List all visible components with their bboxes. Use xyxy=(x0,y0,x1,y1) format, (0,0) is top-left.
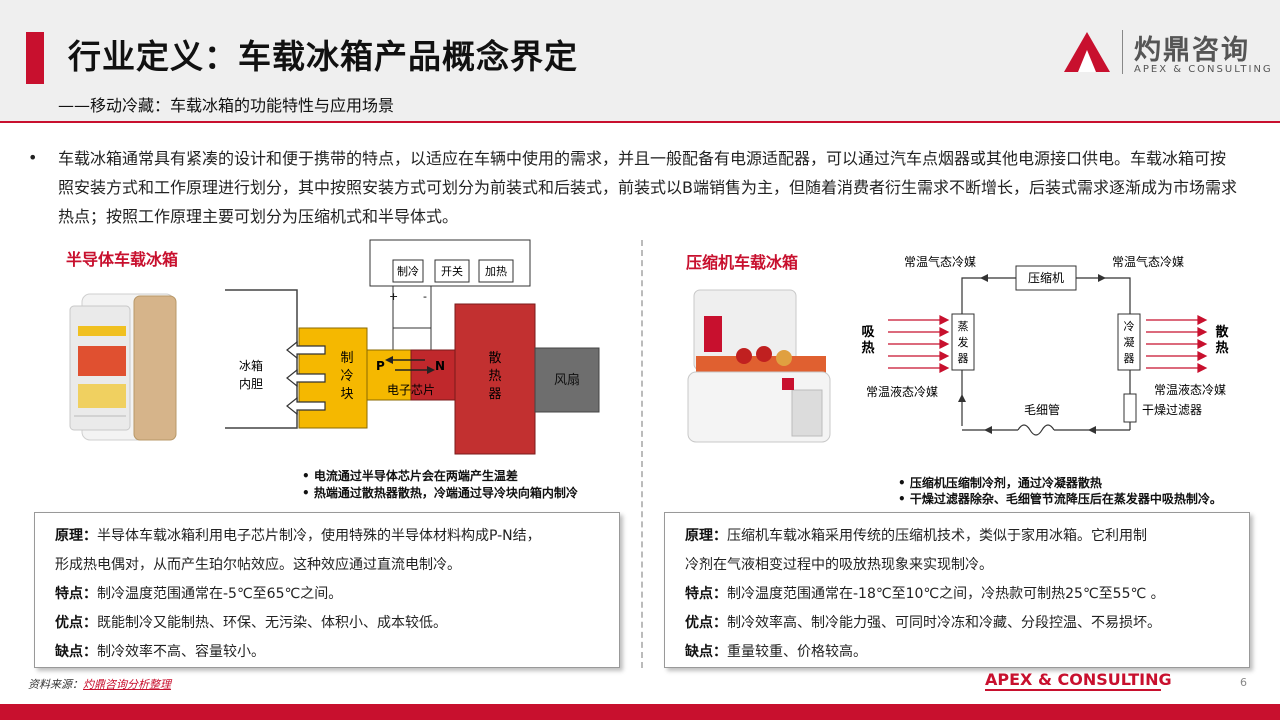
semiconductor-box-line-5: 缺点：制冷效率不高、容量较小。 xyxy=(55,644,265,660)
header-rule xyxy=(0,121,1280,123)
evaporator-label-2: 发 xyxy=(958,335,969,349)
filter-drier xyxy=(1123,393,1137,423)
compressor-label: 压缩机 xyxy=(1028,270,1064,285)
p-label: P xyxy=(376,359,385,373)
compressor-note-1: • 压缩机压缩制冷剂，通过冷凝器散热 xyxy=(898,476,1102,490)
page-number: 6 xyxy=(1240,676,1247,689)
compressor-diagram: 常温气态冷媒 常温气态冷媒 压缩机 蒸 发 器 冷 凝 器 吸 热 xyxy=(861,254,1229,436)
compressor-box-line-5: 缺点：重量较重、价格较高。 xyxy=(685,644,867,660)
cold-arrows-icon xyxy=(286,340,326,416)
top-left-label: 常温气态冷媒 xyxy=(904,254,976,269)
fan xyxy=(534,347,600,413)
logo-triangle-icon xyxy=(1064,32,1110,72)
inner-label-1: 冰箱 xyxy=(239,358,263,373)
mini-fridge-image xyxy=(69,293,177,441)
condenser-label-3: 器 xyxy=(1124,352,1135,365)
bottom-accent-bar xyxy=(0,704,1280,720)
bottom-left-label: 常温液态冷媒 xyxy=(866,384,938,399)
intro-paragraph: 车载冰箱通常具有紧凑的设计和便于携带的特点，以适应在车辆中使用的需求，并且一般配… xyxy=(58,149,1237,226)
cooling-block-label-3: 块 xyxy=(340,387,353,402)
plus-label: + xyxy=(389,290,398,303)
section-divider xyxy=(641,240,643,668)
semiconductor-box-line-2: 形成热电偶对，从而产生珀尔帖效应。这种效应通过直流电制冷。 xyxy=(55,557,461,573)
bottom-right-label: 常温液态冷媒 xyxy=(1154,382,1226,397)
heatsink-label-3: 器 xyxy=(488,387,501,402)
compressor-box-line-2: 冷剂在气液相变过程中的吸放热现象来实现制冷。 xyxy=(685,557,993,573)
source-note: 资料来源：灼鼎咨询分析整理 xyxy=(28,678,171,691)
absorb-label-2: 热 xyxy=(861,340,874,356)
capillary-label: 毛细管 xyxy=(1024,402,1060,417)
compressor-note-2: • 干燥过滤器除杂、毛细管节流降压后在蒸发器中吸热制冷。 xyxy=(898,492,1222,506)
fan-label: 风扇 xyxy=(554,372,580,388)
compressor-info-box: 原理：压缩机车载冰箱采用传统的压缩机技术，类似于家用冰箱。它利用制 冷剂在气液相… xyxy=(664,512,1250,668)
chip-hot-side xyxy=(410,349,456,401)
source-link[interactable]: 灼鼎咨询分析整理 xyxy=(83,678,171,691)
semiconductor-box-line-1: 原理：半导体车载冰箱利用电子芯片制冷，使用特殊的半导体材料构成P-N结， xyxy=(55,528,541,544)
semiconductor-info-box: 原理：半导体车载冰箱利用电子芯片制冷，使用特殊的半导体材料构成P-N结， 形成热… xyxy=(34,512,620,668)
top-right-label: 常温气态冷媒 xyxy=(1112,254,1184,269)
release-label-1: 散 xyxy=(1215,324,1229,340)
release-label-2: 热 xyxy=(1215,340,1228,356)
intro-bullet: • xyxy=(28,148,38,167)
compressor-box-line-4: 优点：制冷效率高、制冷能力强、可同时冷冻和冷藏、分段控温、不易损坏。 xyxy=(685,615,1161,631)
n-label: N xyxy=(435,359,445,373)
compressor-box xyxy=(1015,265,1077,291)
condenser-label-1: 冷 xyxy=(1124,320,1135,333)
page-subtitle: ——移动冷藏：车载冰箱的功能特性与应用场景 xyxy=(58,96,395,115)
minus-label: - xyxy=(423,290,427,303)
footer-brand: APEX & CONSULTING xyxy=(985,670,1172,689)
compressor-box-line-3: 特点：制冷温度范围通常在-18℃至10℃之间，冷热款可制热25℃至55℃ 。 xyxy=(685,586,1165,602)
heatsink-label-1: 散 xyxy=(488,351,501,366)
logo-divider xyxy=(1122,30,1123,74)
cooling-block-label-1: 制 xyxy=(340,351,353,366)
evaporator xyxy=(951,313,975,371)
compressor-title: 压缩机车载冰箱 xyxy=(686,253,799,272)
absorb-label-1: 吸 xyxy=(861,325,875,340)
heatsink xyxy=(454,303,536,455)
control-cool-label: 制冷 xyxy=(397,265,419,278)
semiconductor-title: 半导体车载冰箱 xyxy=(66,250,179,269)
evaporator-label-3: 器 xyxy=(958,352,969,365)
heatsink-label-2: 热 xyxy=(488,369,501,384)
absorb-heat-arrows-icon xyxy=(888,315,950,373)
compressor-fridge-image xyxy=(687,289,831,443)
semiconductor-note-2: • 热端通过散热器散热，冷端通过导冷块向箱内制冷 xyxy=(302,486,578,500)
semiconductor-box-line-4: 优点：既能制冷又能制热、环保、无污染、体积小、成本较低。 xyxy=(55,615,447,631)
cooling-block-label-2: 冷 xyxy=(340,369,353,384)
semiconductor-diagram: 制冷 开关 加热 + - 冰箱 内胆 制 冷 块 P N 电子芯片 散 热 器 … xyxy=(225,239,600,455)
control-switch-label: 开关 xyxy=(441,264,463,278)
header-band xyxy=(0,0,1280,122)
footer-brand-underline xyxy=(985,689,1161,691)
title-accent-bar xyxy=(26,32,44,84)
logo-subtext: APEX & CONSULTING xyxy=(1134,64,1273,75)
compressor-box-line-1: 原理：压缩机车载冰箱采用传统的压缩机技术，类似于家用冰箱。它利用制 xyxy=(685,528,1147,544)
chip-label: 电子芯片 xyxy=(387,383,435,397)
release-heat-arrows-icon xyxy=(1146,315,1208,373)
semiconductor-box-line-3: 特点：制冷温度范围通常在-5℃至65℃之间。 xyxy=(55,586,343,602)
condenser-label-2: 凝 xyxy=(1124,335,1135,349)
evaporator-label-1: 蒸 xyxy=(958,320,969,333)
page-title: 行业定义：车载冰箱产品概念界定 xyxy=(68,37,578,76)
filter-label: 干燥过滤器 xyxy=(1142,403,1202,417)
inner-label-2: 内胆 xyxy=(239,377,263,391)
logo-name: 灼鼎咨询 xyxy=(1134,35,1250,66)
semiconductor-note-1: • 电流通过半导体芯片会在两端产生温差 xyxy=(302,469,518,483)
condenser xyxy=(1117,313,1141,371)
control-heat-label: 加热 xyxy=(485,265,507,278)
